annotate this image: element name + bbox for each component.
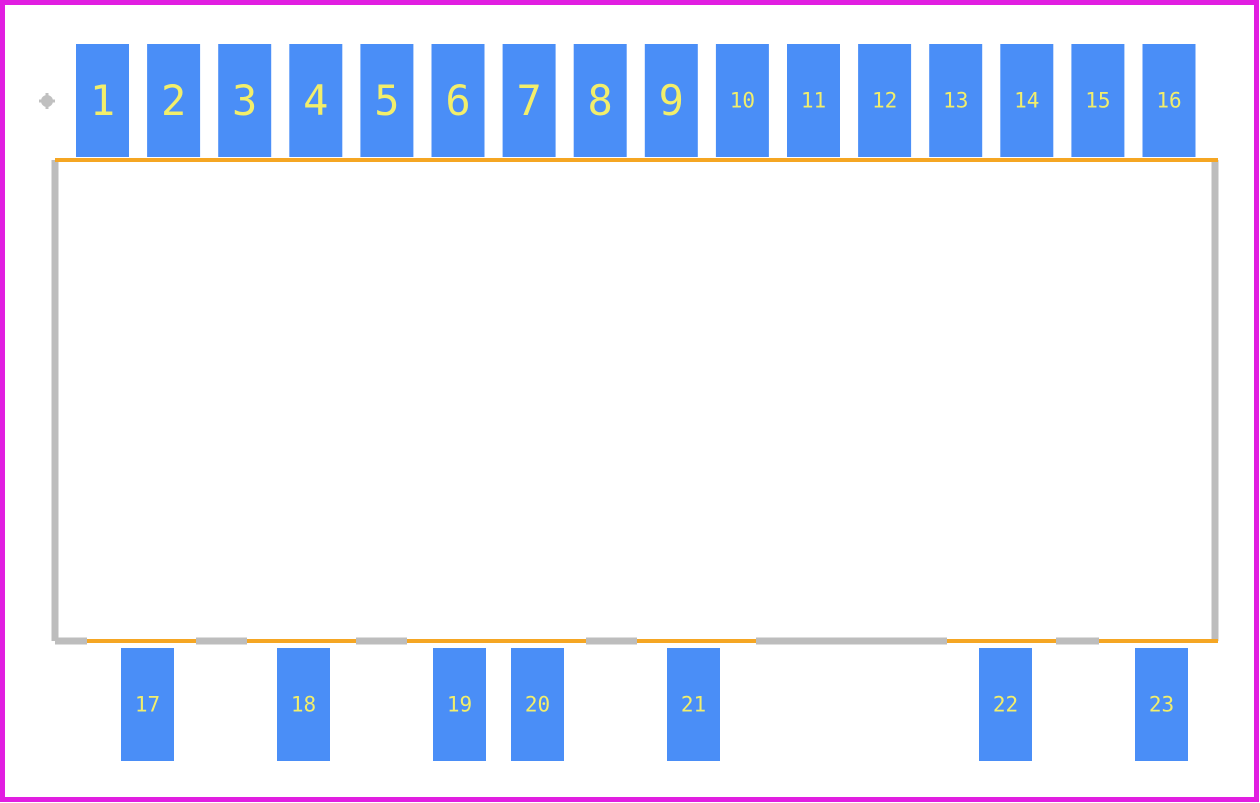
pad-16: 16 (1142, 44, 1196, 157)
pad-6: 6 (431, 44, 485, 157)
pad-rect (147, 44, 201, 157)
pad-rect (1000, 44, 1054, 157)
pad-label: 18 (291, 693, 316, 717)
pad-rect (1135, 648, 1188, 761)
pad-18: 18 (277, 648, 330, 761)
pad-23: 23 (1135, 648, 1188, 761)
bottom-pad-row: 17 18 19 20 21 22 23 (121, 648, 1188, 761)
pad-19: 19 (433, 648, 486, 761)
pad-rect (787, 44, 840, 157)
pad-rect (277, 648, 330, 761)
pad-22: 22 (979, 648, 1032, 761)
pad-label: 14 (1014, 89, 1039, 113)
pad-21: 21 (667, 648, 720, 761)
pad-label: 3 (232, 76, 257, 125)
pad-7: 7 (502, 44, 556, 157)
pad-4: 4 (289, 44, 343, 157)
pad-rect (502, 44, 556, 157)
pad-rect (979, 648, 1032, 761)
pad-label: 15 (1085, 89, 1110, 113)
pad-rect (1142, 44, 1196, 157)
pad-1: 1 (76, 44, 129, 157)
pad-label: 11 (801, 89, 826, 113)
pad-15: 15 (1071, 44, 1125, 157)
pad-2: 2 (147, 44, 201, 157)
pad-14: 14 (1000, 44, 1054, 157)
crosshair-icon (39, 93, 55, 109)
pad-9: 9 (644, 44, 698, 157)
pad-rect (511, 648, 564, 761)
pad-10: 10 (715, 44, 769, 157)
pad-rect (289, 44, 343, 157)
pad-rect (715, 44, 769, 157)
pad-rect (433, 648, 486, 761)
pad-label: 12 (872, 89, 897, 113)
pad-rect (360, 44, 414, 157)
pad-label: 21 (681, 693, 706, 717)
pad-8: 8 (573, 44, 627, 157)
pad-11: 11 (787, 44, 840, 157)
body-outline (51, 160, 1219, 641)
pad-rect (858, 44, 912, 157)
pad-label: 4 (303, 76, 328, 125)
pad-rect (1071, 44, 1125, 157)
pad-label: 16 (1156, 89, 1181, 113)
pad-label: 5 (374, 76, 399, 125)
pad-rect (76, 44, 129, 157)
pad-label: 10 (730, 89, 755, 113)
pad-label: 22 (993, 693, 1018, 717)
pad-12: 12 (858, 44, 912, 157)
pad-5: 5 (360, 44, 414, 157)
pad-rect (929, 44, 983, 157)
pad-label: 17 (135, 693, 160, 717)
pad-label: 8 (588, 76, 613, 125)
pad-label: 20 (525, 693, 550, 717)
pad-label: 9 (659, 76, 684, 125)
pad-rect (121, 648, 174, 761)
pad-3: 3 (218, 44, 272, 157)
pad-label: 7 (516, 76, 541, 125)
pad-rect (667, 648, 720, 761)
pad-label: 1 (90, 76, 115, 125)
pad-label: 13 (943, 89, 968, 113)
pad-rect (644, 44, 698, 157)
pad-rect (573, 44, 627, 157)
pad-rect (218, 44, 272, 157)
pad-17: 17 (121, 648, 174, 761)
pad-13: 13 (929, 44, 983, 157)
pad-rect (431, 44, 485, 157)
pad-label: 2 (161, 76, 186, 125)
pad-label: 6 (445, 76, 470, 125)
pad-20: 20 (511, 648, 564, 761)
pad-label: 19 (447, 693, 472, 717)
pad-label: 23 (1149, 693, 1174, 717)
